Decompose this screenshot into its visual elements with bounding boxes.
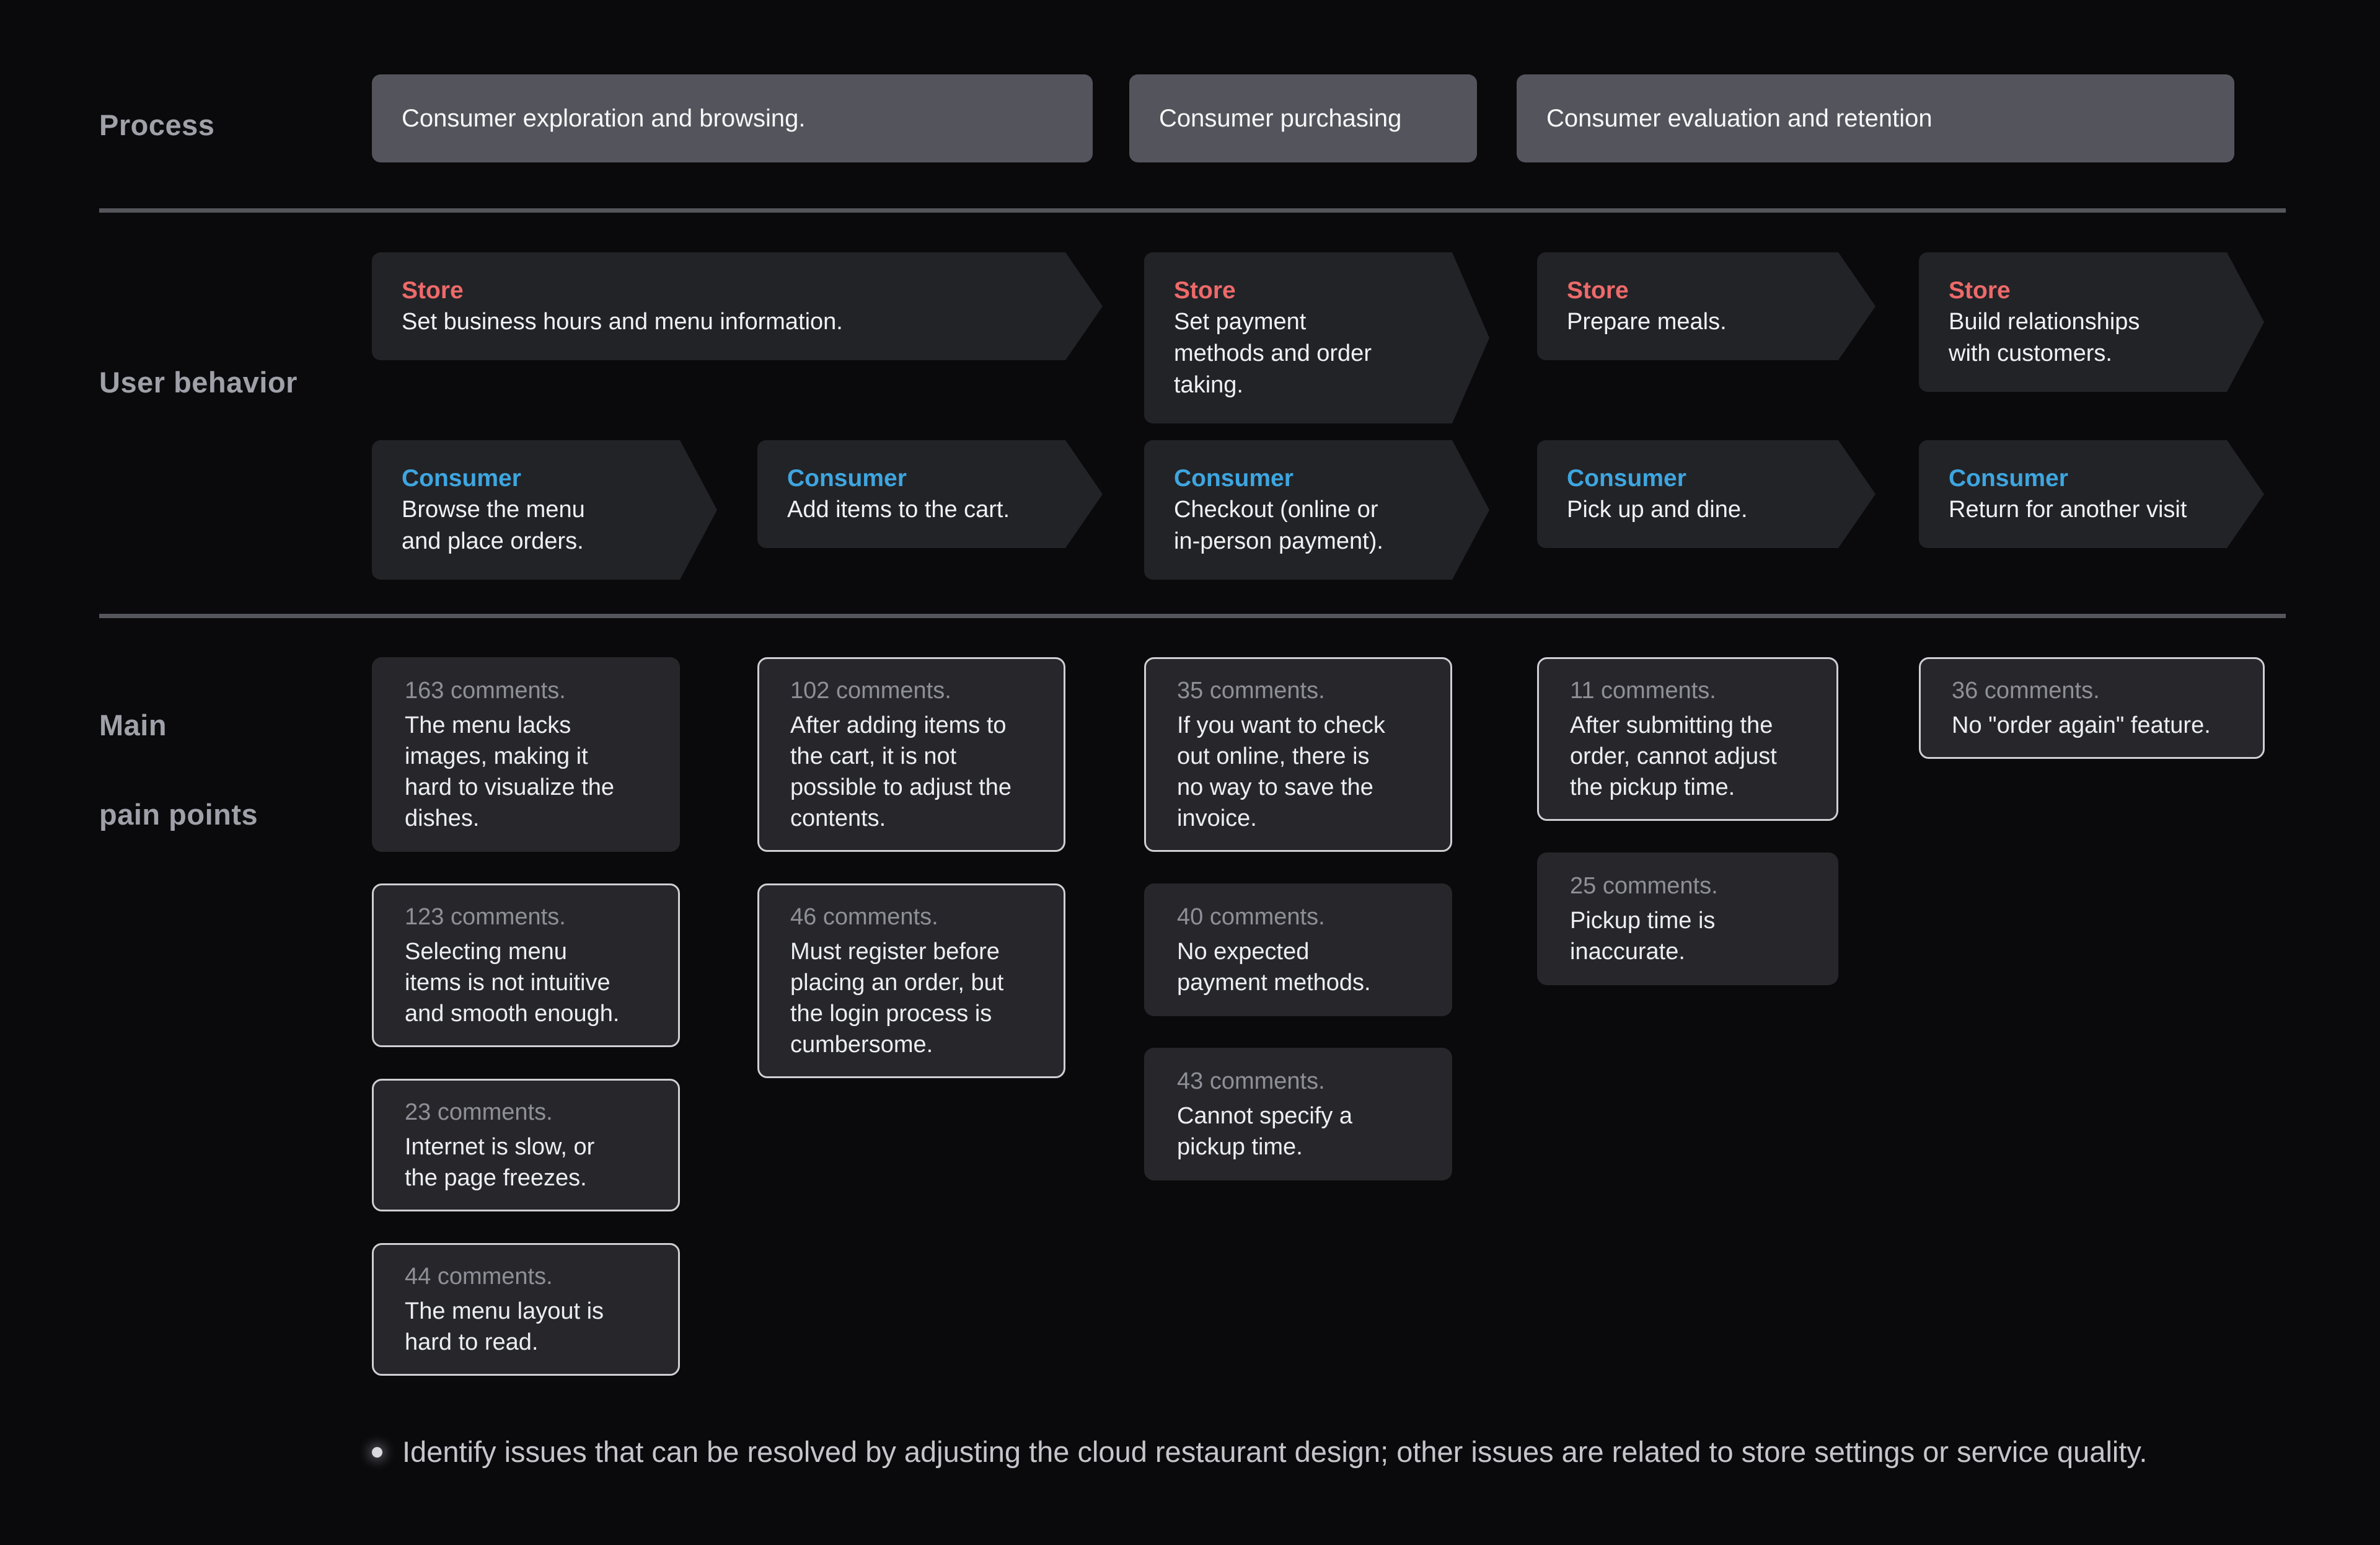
- row-divider: [99, 208, 2286, 213]
- pain-point-card: 123 comments. Selecting menu items is not…: [372, 883, 680, 1047]
- pain-point-card: 44 comments. The menu layout is hard to r…: [372, 1243, 680, 1376]
- pain-point-text: Cannot specify a pickup time.: [1177, 1103, 1353, 1160]
- pain-points-column: 11 comments. After submitting the order, …: [1537, 657, 1838, 985]
- pain-points-column: 35 comments. If you want to check out onl…: [1144, 657, 1452, 1180]
- store-role-label: Store: [1949, 277, 2011, 304]
- pain-point-text: If you want to check out online, there i…: [1177, 712, 1385, 831]
- pain-point-card: 11 comments. After submitting the order, …: [1537, 657, 1838, 821]
- user-behavior-row-label: User behavior: [99, 366, 298, 399]
- behavior-text: Prepare meals.: [1567, 309, 1727, 335]
- pain-points-row-label: Main pain points: [99, 658, 258, 837]
- process-row-label: Process: [99, 108, 215, 141]
- behavior-text: Pick up and dine.: [1567, 497, 1748, 523]
- comment-count: 11 comments.: [1570, 678, 1716, 704]
- pain-point-card: 163 comments. The menu lacks images, maki…: [372, 657, 680, 852]
- pain-points-label-line1: Main: [99, 709, 167, 742]
- comment-count: 44 comments.: [405, 1264, 553, 1290]
- behavior-text: Set payment methods and order taking.: [1174, 309, 1372, 398]
- pain-point-card: 23 comments. Internet is slow, or the pag…: [372, 1079, 680, 1211]
- store-role-label: Store: [1567, 277, 1629, 304]
- process-stage-box: Consumer purchasing: [1129, 74, 1477, 162]
- comment-count: 46 comments.: [790, 904, 938, 930]
- pain-point-card: 43 comments. Cannot specify a pickup time…: [1144, 1048, 1452, 1180]
- process-stage-label: Consumer purchasing: [1159, 104, 1402, 132]
- store-role-label: Store: [1174, 277, 1236, 304]
- footer-note: Identify issues that can be resolved by …: [372, 1433, 2147, 1471]
- pain-points-column: 102 comments. After adding items to the c…: [757, 657, 1065, 1078]
- consumer-role-label: Consumer: [787, 465, 907, 492]
- pain-point-text: Selecting menu items is not intuitive an…: [405, 939, 620, 1027]
- row-divider: [99, 614, 2286, 618]
- pain-point-text: Internet is slow, or the page freezes.: [405, 1134, 595, 1191]
- pain-point-text: Must register before placing an order, b…: [790, 939, 1004, 1058]
- comment-count: 25 comments.: [1570, 873, 1718, 899]
- pain-points-label-line2: pain points: [99, 798, 258, 831]
- behavior-text: Build relationships with customers.: [1949, 309, 2140, 366]
- comment-count: 40 comments.: [1177, 904, 1325, 930]
- pain-point-text: No expected payment methods.: [1177, 939, 1371, 996]
- comment-count: 43 comments.: [1177, 1068, 1325, 1094]
- behavior-text: Return for another visit: [1949, 497, 2187, 523]
- pain-point-text: The menu lacks images, making it hard to…: [405, 712, 614, 831]
- pain-point-card: 36 comments. No "order again" feature.: [1919, 657, 2265, 759]
- pain-point-card: 40 comments. No expected payment methods.: [1144, 883, 1452, 1016]
- consumer-role-label: Consumer: [1174, 465, 1294, 492]
- behavior-text: Add items to the cart.: [787, 497, 1010, 523]
- comment-count: 36 comments.: [1952, 678, 2100, 704]
- comment-count: 163 comments.: [405, 678, 566, 704]
- bullet-dot-icon: [372, 1446, 382, 1458]
- consumer-role-label: Consumer: [402, 465, 521, 492]
- process-stage-box: Consumer evaluation and retention: [1517, 74, 2234, 162]
- pain-point-text: After submitting the order, cannot adjus…: [1570, 712, 1777, 800]
- pain-points-column: 163 comments. The menu lacks images, maki…: [372, 657, 680, 1376]
- comment-count: 35 comments.: [1177, 678, 1325, 704]
- pain-point-text: Pickup time is inaccurate.: [1570, 908, 1716, 965]
- behavior-text: Browse the menu and place orders.: [402, 497, 585, 554]
- pain-point-card: 46 comments. Must register before placing…: [757, 883, 1065, 1078]
- behavior-text: Set business hours and menu information.: [402, 309, 843, 335]
- process-stage-label: Consumer evaluation and retention: [1546, 104, 1933, 132]
- pain-point-text: No "order again" feature.: [1952, 712, 2211, 738]
- consumer-role-label: Consumer: [1949, 465, 2068, 492]
- pain-points-column: 36 comments. No "order again" feature.: [1919, 657, 2265, 759]
- comment-count: 102 comments.: [790, 678, 951, 704]
- store-role-label: Store: [402, 277, 464, 304]
- footer-note-text: Identify issues that can be resolved by …: [402, 1435, 2148, 1468]
- behavior-text: Checkout (online or in-person payment).: [1174, 497, 1383, 554]
- pain-point-card: 102 comments. After adding items to the c…: [757, 657, 1065, 852]
- process-stage-box: Consumer exploration and browsing.: [372, 74, 1093, 162]
- pain-point-card: 25 comments. Pickup time is inaccurate.: [1537, 852, 1838, 985]
- pain-point-text: After adding items to the cart, it is no…: [790, 712, 1012, 831]
- process-stage-label: Consumer exploration and browsing.: [402, 104, 806, 132]
- comment-count: 123 comments.: [405, 904, 566, 930]
- pain-point-text: The menu layout is hard to read.: [405, 1298, 604, 1355]
- pain-point-card: 35 comments. If you want to check out onl…: [1144, 657, 1452, 852]
- comment-count: 23 comments.: [405, 1099, 553, 1125]
- consumer-role-label: Consumer: [1567, 465, 1686, 492]
